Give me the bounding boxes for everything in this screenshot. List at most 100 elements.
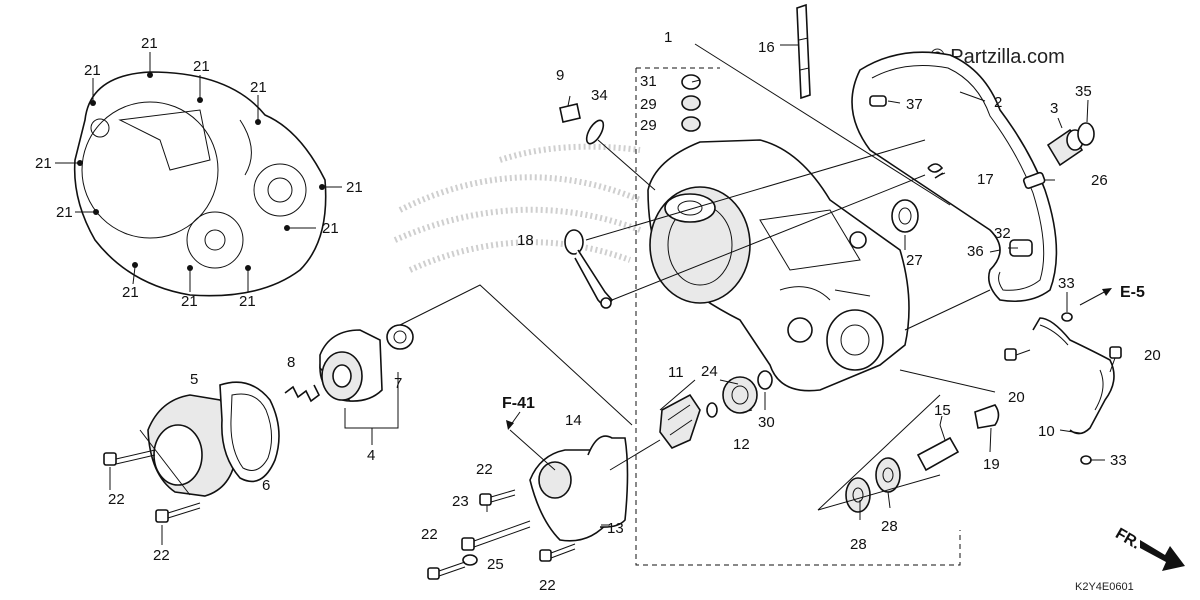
label-11: 11 — [668, 364, 684, 381]
gasket-2 — [851, 51, 1058, 303]
label-17: 17 — [977, 171, 994, 188]
label-14: 14 — [565, 412, 582, 429]
label-37: 37 — [906, 96, 923, 113]
label-28-a: 28 — [850, 536, 867, 553]
bolt-22-pump-a — [479, 489, 516, 506]
label-19: 19 — [983, 456, 1000, 473]
label-9: 9 — [556, 67, 564, 84]
seal-30 — [757, 370, 773, 390]
label-21-k: 21 — [239, 293, 256, 310]
assembly-box — [635, 68, 961, 566]
washer-33-top — [1061, 312, 1073, 322]
label-23: 23 — [452, 493, 469, 510]
bolt-20-b — [1109, 346, 1122, 373]
label-7: 7 — [394, 375, 402, 392]
label-3: 3 — [1050, 100, 1058, 117]
oil-pipe-10 — [1032, 317, 1115, 435]
label-12: 12 — [733, 436, 750, 453]
arrow-e5 — [1079, 288, 1112, 306]
seal-31 — [681, 74, 701, 90]
crankcase-cover-right — [647, 139, 910, 392]
label-35: 35 — [1075, 83, 1092, 100]
label-24: 24 — [701, 363, 718, 380]
label-30: 30 — [758, 414, 775, 431]
plate-19 — [974, 404, 1000, 429]
label-21-d: 21 — [250, 79, 267, 96]
label-20-a: 20 — [1008, 389, 1025, 406]
oil-filter-gasket — [219, 381, 280, 483]
diagram-code: K2Y4E0601 — [1075, 581, 1134, 593]
label-1: 1 — [664, 29, 672, 46]
label-22-c: 22 — [476, 461, 493, 478]
o-ring-35 — [1077, 122, 1095, 146]
bearing-29-bottom — [681, 116, 701, 132]
label-13: 13 — [607, 520, 624, 537]
label-26: 26 — [1091, 172, 1108, 189]
bearing-28-a — [845, 477, 871, 513]
label-21-j: 21 — [181, 293, 198, 310]
label-18: 18 — [517, 232, 534, 249]
washer-25 — [462, 554, 478, 566]
background-shading — [393, 143, 642, 273]
spring-8 — [284, 384, 321, 403]
assembly-line-filter — [399, 284, 633, 426]
arm-18 — [564, 229, 613, 309]
label-22-b: 22 — [153, 547, 170, 564]
oil-filter-element — [319, 329, 383, 402]
label-21-c: 21 — [84, 62, 101, 79]
bolt-20-a — [1004, 348, 1031, 361]
shaft-16 — [796, 3, 811, 100]
impeller-11 — [659, 393, 701, 449]
label-33-a: 33 — [1058, 275, 1075, 292]
label-10: 10 — [1038, 423, 1055, 440]
label-22-d: 22 — [421, 526, 438, 543]
crankcase-cover-left — [73, 71, 327, 297]
ref-f41: F-41 — [502, 395, 535, 412]
label-27: 27 — [906, 252, 923, 269]
pump-cover-13 — [529, 435, 629, 542]
washer-12 — [706, 402, 718, 418]
label-21-e: 21 — [35, 155, 52, 172]
bracket-4 — [344, 372, 399, 445]
seal-24 — [722, 376, 758, 414]
label-22-a: 22 — [108, 491, 125, 508]
label-25: 25 — [487, 556, 504, 573]
label-29-b: 29 — [640, 117, 657, 134]
bolt-23 — [461, 520, 531, 551]
arrow-f41 — [506, 411, 521, 430]
label-22-e: 22 — [539, 577, 556, 594]
leaders-21 — [55, 52, 342, 292]
bearing-29-top — [681, 95, 701, 111]
ref-e5: E-5 — [1120, 284, 1145, 301]
leaders-pump — [486, 379, 766, 526]
leaders-left-cover — [109, 429, 191, 545]
label-33-b: 33 — [1110, 452, 1127, 469]
label-21-i: 21 — [122, 284, 139, 301]
label-4: 4 — [367, 447, 375, 464]
shaft-15 — [916, 424, 960, 472]
dowel-26 — [1022, 171, 1046, 190]
label-15: 15 — [934, 402, 951, 419]
bolt-22-pump-b — [427, 561, 466, 580]
label-21-h: 21 — [322, 220, 339, 237]
o-ring-7 — [386, 324, 414, 350]
leaders-lower-right — [817, 289, 1105, 520]
bolt-22-left-top — [103, 449, 156, 466]
label-21-a: 21 — [141, 35, 158, 52]
label-34: 34 — [591, 87, 608, 104]
seal-27 — [891, 199, 919, 233]
bolt-holes-21 — [77, 72, 325, 271]
label-32: 32 — [994, 225, 1011, 242]
label-21-b: 21 — [193, 58, 210, 75]
label-28-b: 28 — [881, 518, 898, 535]
dowel-pin-37 — [869, 95, 887, 107]
o-ring-34 — [585, 119, 605, 145]
label-21-g: 21 — [346, 179, 363, 196]
front-marker: FR. — [1112, 525, 1143, 553]
leaders-top — [585, 43, 1089, 301]
bolt-22-left-bottom — [155, 502, 201, 523]
label-6: 6 — [262, 477, 270, 494]
label-31: 31 — [640, 73, 657, 90]
bolt-22-pump-c — [539, 543, 576, 562]
